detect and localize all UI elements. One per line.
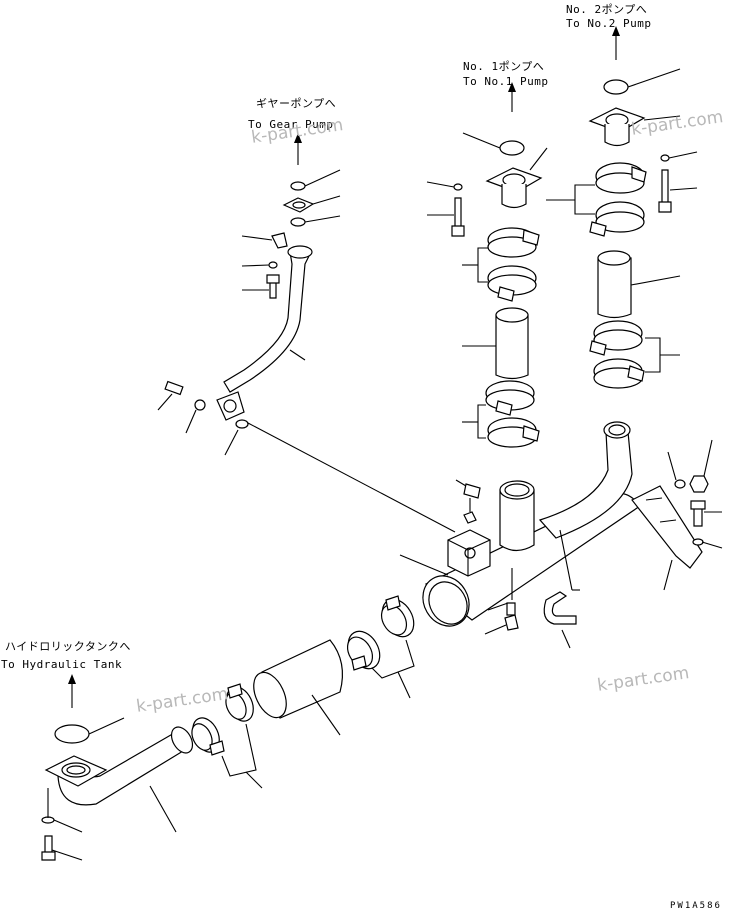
gear-pump-label-en: To Gear Pump [248, 118, 334, 131]
gear-pump-label-jp: ギヤーポンプへ [256, 97, 337, 110]
no1-pump-label-jp: No. 1ポンプへ [463, 60, 545, 73]
no2-pump-line [546, 69, 697, 388]
no2-pump-label-en: To No.2 Pump [566, 17, 652, 30]
flow-arrows [68, 26, 620, 708]
tank-line [42, 594, 420, 860]
hyd-tank-label-en: To Hydraulic Tank [1, 658, 123, 671]
hyd-tank-label-jp: ハイドロリックタンクへ [5, 640, 131, 653]
no1-pump-label-en: To No.1 Pump [463, 75, 549, 88]
no2-pump-label-jp: No. 2ポンプへ [566, 3, 648, 16]
main-manifold [400, 422, 640, 648]
bracket [632, 440, 722, 590]
gear-pump-line [158, 170, 455, 532]
drawing-code: PW1A586 [670, 901, 722, 911]
no1-pump-line [427, 133, 547, 447]
